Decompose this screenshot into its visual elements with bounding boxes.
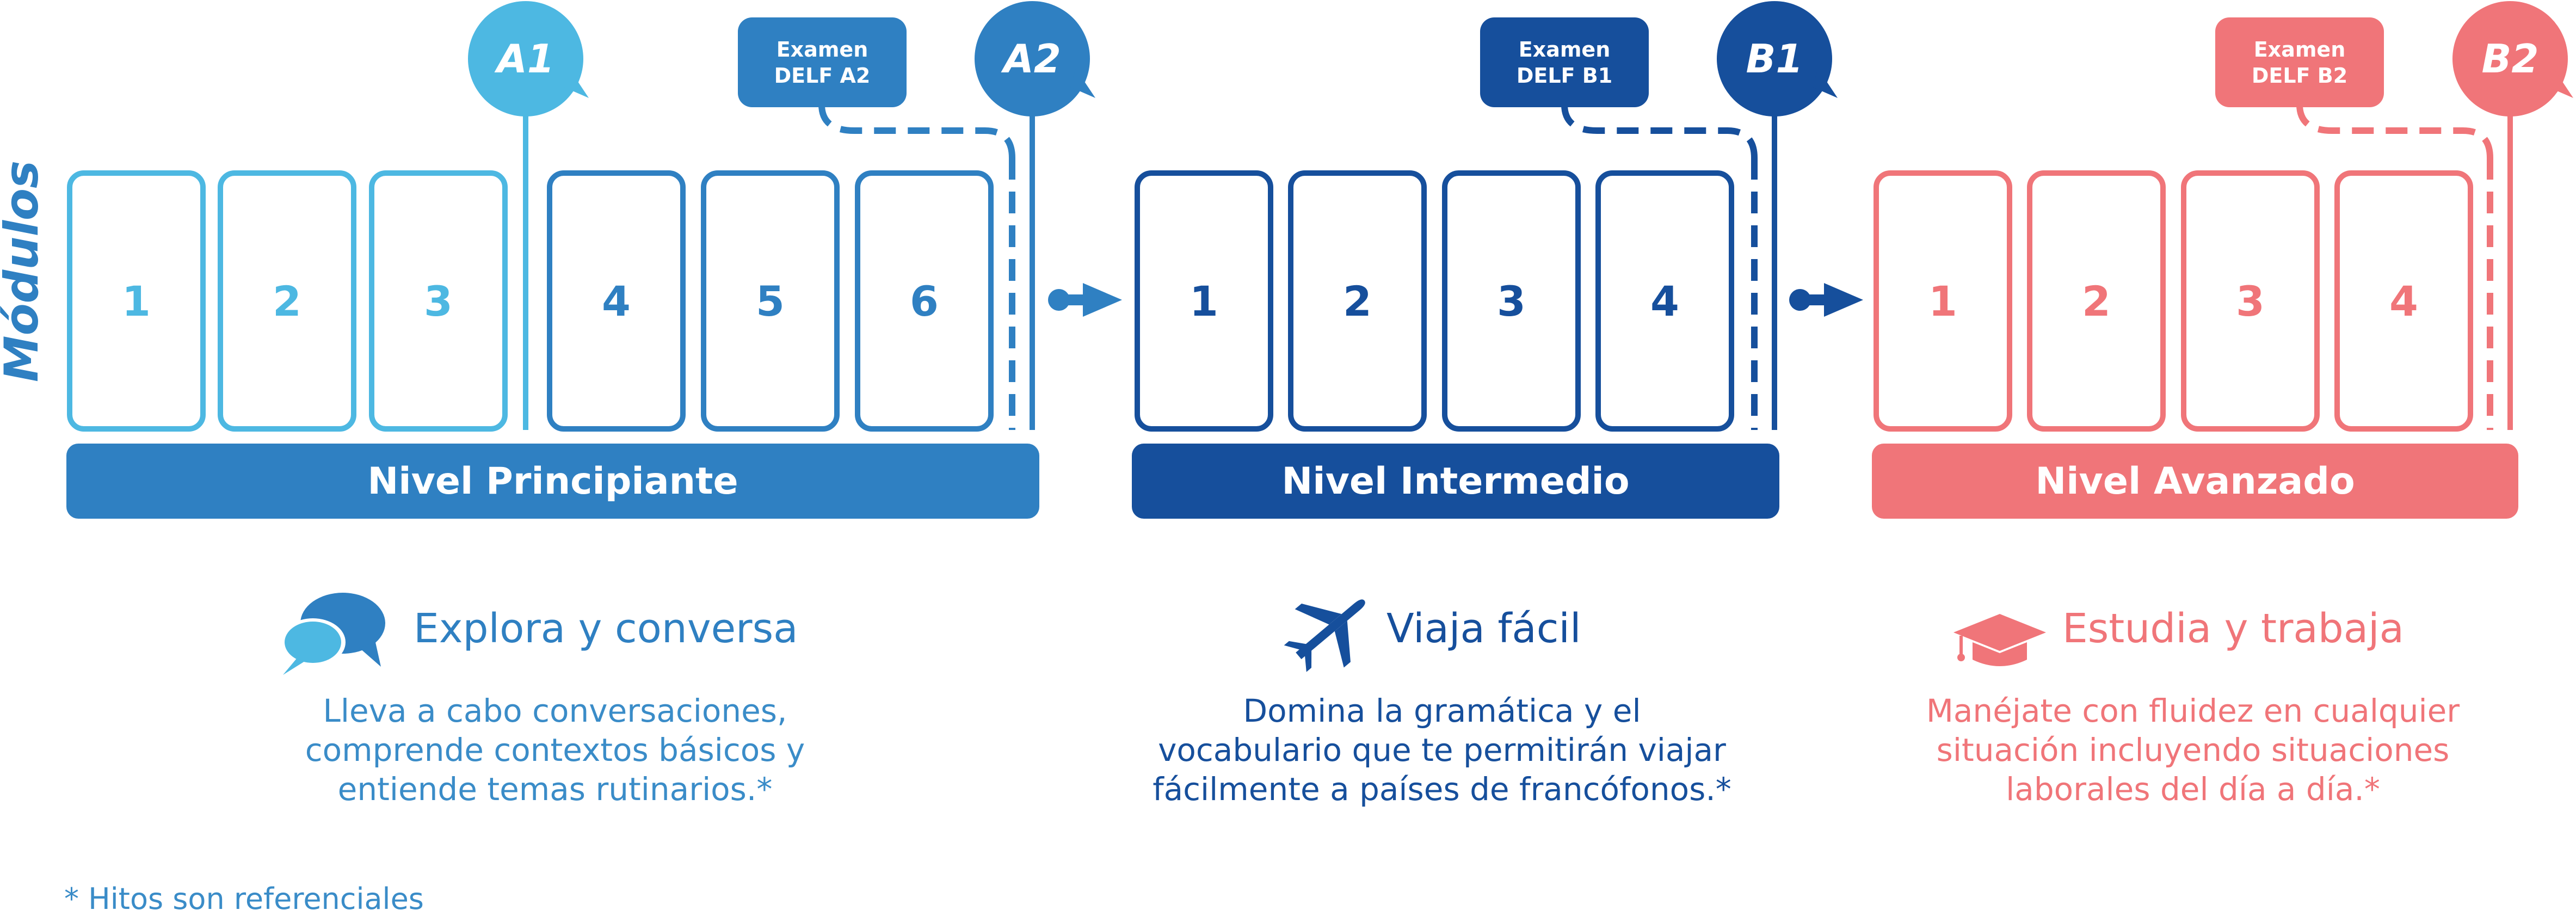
airplane-icon (1284, 599, 1365, 672)
feature-desc-estudia: Manéjate con fluidez en cualquier situac… (1861, 691, 2525, 809)
module-number: 4 (2389, 276, 2418, 325)
exam-tag-b1: Examen DELF B1 (1480, 17, 1649, 107)
exam-tag-b2: Examen DELF B2 (2215, 17, 2384, 107)
a2-pin (818, 1, 1095, 430)
exam-tag-line: Examen (1518, 37, 1611, 62)
module-number: 3 (1497, 276, 1526, 325)
arrow-icon (1789, 283, 1863, 317)
module-number: 5 (756, 276, 785, 325)
exam-tag-a2: Examen DELF A2 (738, 17, 907, 107)
desc-line: vocabulario que te permitirán viajar (1158, 731, 1726, 769)
exam-tag-line: Examen (776, 37, 868, 62)
desc-line: laborales del día a día.* (2006, 771, 2380, 808)
b2-pin (2296, 1, 2573, 430)
module-box (1135, 170, 1273, 432)
module-number: 3 (424, 276, 453, 325)
module-box (1288, 170, 1427, 432)
desc-line: fácilmente a países de francófonos.* (1153, 771, 1731, 808)
arrow-icon (1048, 283, 1122, 317)
module-number: 6 (910, 276, 939, 325)
exam-tag-line: DELF A2 (774, 63, 871, 88)
speech-bubbles-icon (280, 593, 385, 675)
b1-pin (1561, 1, 1838, 430)
feature-title-explora: Explora y conversa (414, 605, 798, 652)
desc-line: Manéjate con fluidez en cualquier (1926, 692, 2460, 729)
module-box (369, 170, 508, 432)
desc-line: Domina la gramática y el (1243, 692, 1641, 729)
a1-pin (468, 1, 589, 430)
desc-line: comprende contextos básicos y (305, 731, 805, 769)
module-box (2027, 170, 2166, 432)
module-number: 1 (122, 276, 151, 325)
module-box (1874, 170, 2012, 432)
feature-title-viaja: Viaja fácil (1386, 605, 1581, 652)
module-number: 1 (1928, 276, 1957, 325)
desc-line: Lleva a cabo conversaciones, (323, 692, 787, 729)
module-number: 2 (1343, 276, 1372, 325)
module-box (547, 170, 686, 432)
exam-tag-line: Examen (2253, 37, 2346, 62)
graduation-cap-icon (1953, 614, 2046, 666)
desc-line: entiende temas rutinarios.* (337, 771, 773, 808)
level-bar-intermedio: Nivel Intermedio (1132, 444, 1779, 519)
module-box (701, 170, 840, 432)
module-box (855, 170, 994, 432)
module-number: 4 (1650, 276, 1679, 325)
module-number: 3 (2236, 276, 2265, 325)
level-badge-b2: B2 (2481, 36, 2539, 82)
module-box (1442, 170, 1581, 432)
module-number: 1 (1190, 276, 1218, 325)
level-badge-a1: A1 (497, 36, 554, 82)
feature-title-estudia: Estudia y trabaja (2062, 605, 2404, 652)
exam-tag-line: DELF B1 (1516, 63, 1613, 88)
module-box (67, 170, 206, 432)
level-badge-b1: B1 (1746, 36, 1803, 82)
module-box (2181, 170, 2320, 432)
modules-side-label: Módulos (0, 160, 49, 382)
module-box (1595, 170, 1734, 432)
exam-tag-line: DELF B2 (2251, 63, 2348, 88)
level-bar-principiante: Nivel Principiante (66, 444, 1039, 519)
level-bar-avanzado: Nivel Avanzado (1872, 444, 2518, 519)
module-box (218, 170, 356, 432)
desc-line: situación incluyendo situaciones (1936, 731, 2450, 769)
footnote: * Hitos son referenciales (64, 882, 424, 916)
feature-desc-viaja: Domina la gramática y el vocabulario que… (1110, 691, 1774, 809)
module-number: 2 (2082, 276, 2111, 325)
level-badge-a2: A2 (1003, 36, 1061, 82)
module-box (2334, 170, 2473, 432)
module-number: 2 (273, 276, 301, 325)
feature-desc-explora: Lleva a cabo conversaciones, comprende c… (229, 691, 882, 809)
module-number: 4 (602, 276, 631, 325)
